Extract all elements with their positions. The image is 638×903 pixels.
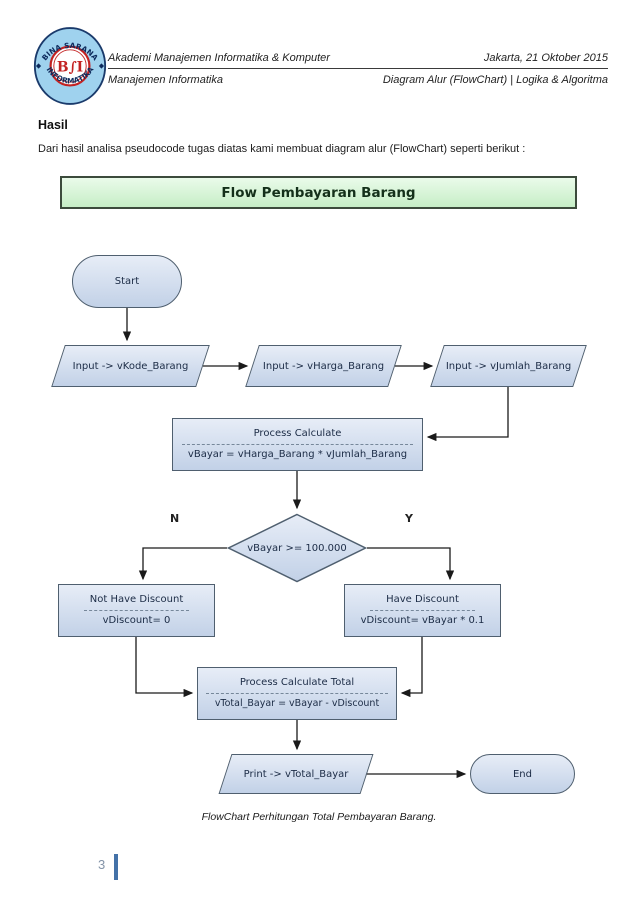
branch-no-label: N [170,512,180,525]
node-label: Input -> vKode_Barang [72,360,189,372]
process-title: Process Calculate Total [239,677,355,688]
process-title: Process Calculate [253,428,342,439]
process-separator [182,444,413,445]
section-intro: Dari hasil analisa pseudocode tugas diat… [38,143,526,155]
process-separator [369,610,476,611]
process-title: Not Have Discount [89,594,184,605]
header-date: Jakarta, 21 Oktober 2015 [483,52,608,64]
flow-node-end: End [470,754,575,794]
flow-node-print: Print -> vTotal_Bayar [218,754,374,794]
node-label: Input -> vJumlah_Barang [445,360,572,372]
flow-node-have-discount: Have Discount vDiscount= vBayar * 0.1 [344,584,501,637]
flow-node-input-harga: Input -> vHarga_Barang [245,345,402,387]
node-label: Input -> vHarga_Barang [262,360,385,372]
bsi-logo-svg: B∫I BINA SARANA INFORMATIKA [33,27,107,105]
process-title: Have Discount [386,594,459,605]
flow-node-process-total: Process Calculate Total vTotal_Bayar = v… [197,667,397,720]
bsi-logo-icon: B∫I BINA SARANA INFORMATIKA [33,26,107,106]
flow-node-input-jumlah: Input -> vJumlah_Barang [430,345,587,387]
section-heading: Hasil [38,118,68,132]
branch-yes-label: Y [405,512,413,525]
header-divider [108,68,608,69]
process-body: vDiscount= 0 [102,615,171,626]
flow-node-not-have-discount: Not Have Discount vDiscount= 0 [58,584,215,637]
flow-node-decision: vBayar >= 100.000 [227,513,367,583]
flowchart-caption: FlowChart Perhitungan Total Pembayaran B… [201,811,437,823]
process-separator [205,693,389,694]
process-body: vDiscount= vBayar * 0.1 [360,615,485,626]
header-org-line1: Akademi Manajemen Informatika & Komputer [108,52,330,64]
header-subject: Diagram Alur (FlowChart) | Logika & Algo… [382,74,608,86]
flowchart-title-banner: Flow Pembayaran Barang [60,176,577,209]
decision-label: vBayar >= 100.000 [247,542,347,554]
diamond-shape [227,513,367,583]
header-org-line2: Manajemen Informatika [108,74,223,86]
process-body: vBayar = vHarga_Barang * vJumlah_Barang [187,449,408,460]
flow-node-start: Start [72,255,182,308]
flow-node-input-kode: Input -> vKode_Barang [51,345,210,387]
node-label: Print -> vTotal_Bayar [243,768,349,780]
process-separator [83,610,190,611]
process-body: vTotal_Bayar = vBayar - vDiscount [214,698,380,709]
page-number: 3 [98,857,106,872]
flow-node-process-calculate: Process Calculate vBayar = vHarga_Barang… [172,418,423,471]
logo-center-text: B∫I [57,60,83,76]
page-number-bar [114,854,118,880]
